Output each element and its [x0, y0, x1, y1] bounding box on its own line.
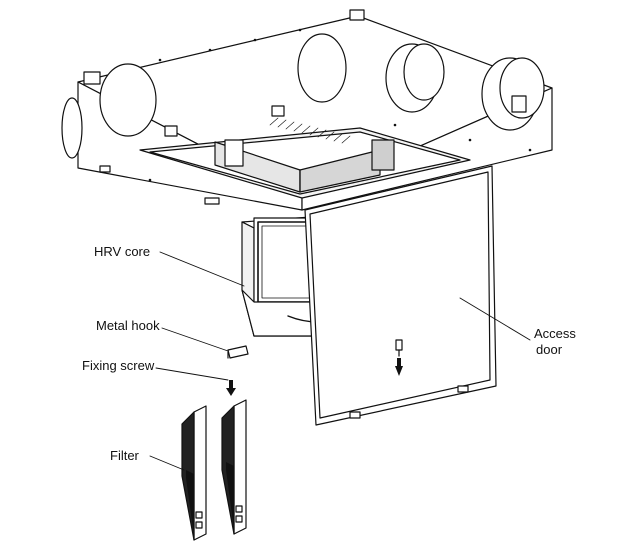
metal-hook-label: Metal hook	[96, 318, 160, 333]
filter-label: Filter	[110, 448, 139, 463]
hrv-housing	[61, 9, 553, 211]
leader-lines	[149, 251, 531, 471]
filter-left	[181, 405, 207, 541]
filter-right	[221, 399, 247, 535]
access-door	[304, 165, 497, 426]
access-door-label-line2: door	[536, 342, 563, 357]
access-door-label-line1: Access	[534, 326, 576, 341]
metal-hook	[227, 345, 249, 359]
fixing-screw-label: Fixing screw	[82, 358, 155, 373]
hrv-core-label: HRV core	[94, 244, 151, 259]
fixing-screw-arrow	[226, 380, 236, 396]
